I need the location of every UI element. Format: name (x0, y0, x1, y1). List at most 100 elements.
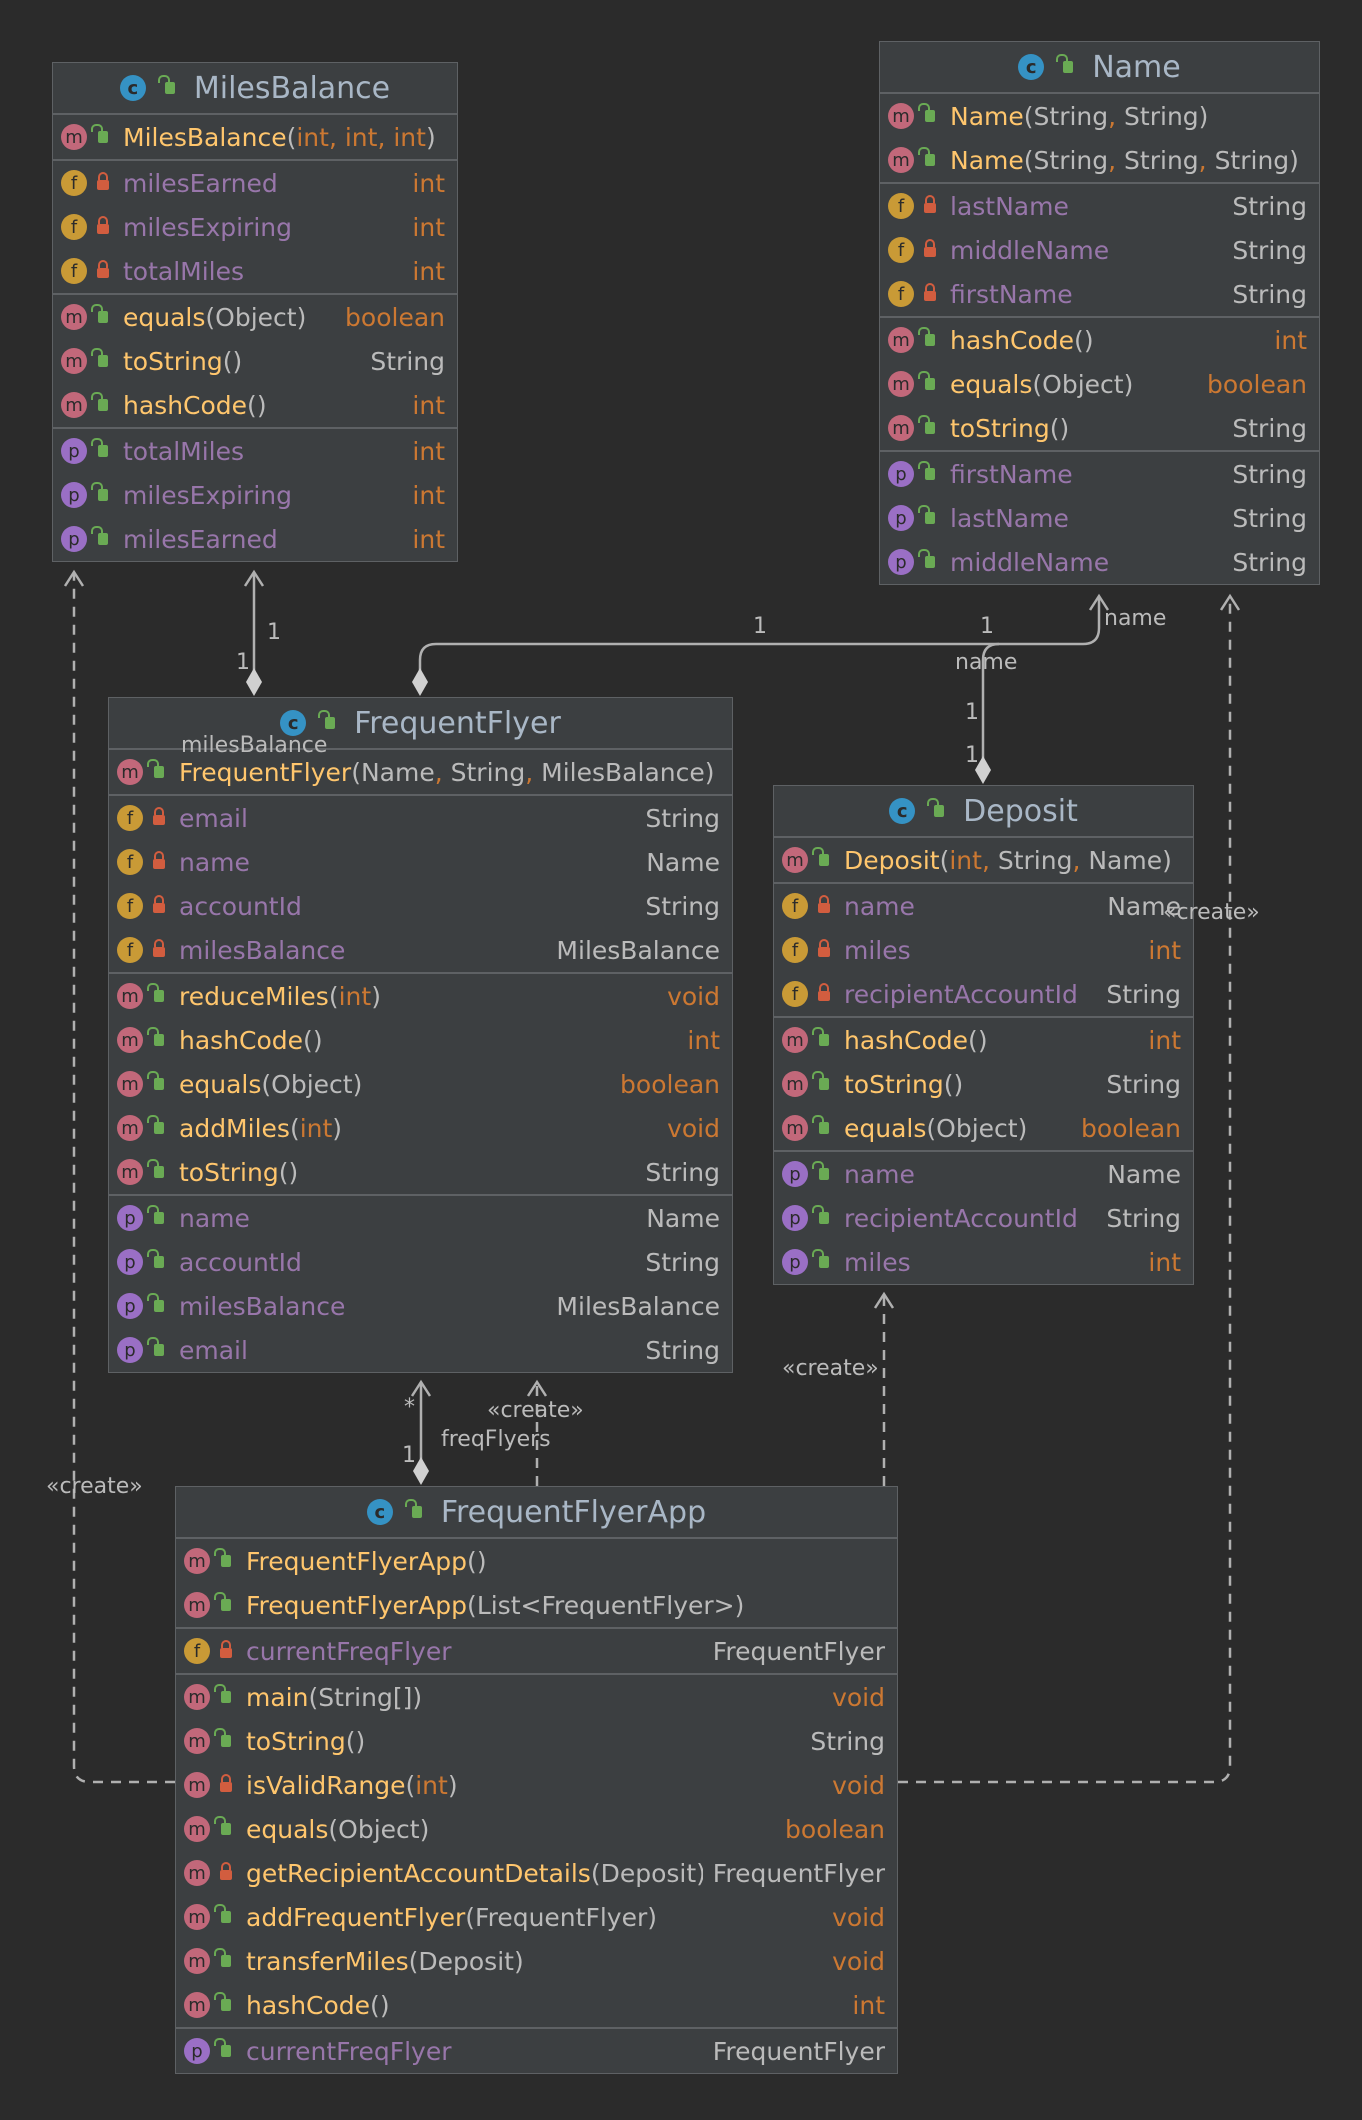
private-lock-icon (93, 172, 113, 190)
private-lock-icon (216, 1640, 236, 1658)
member-type: MilesBalance (556, 1291, 720, 1321)
member-identifier: toString (844, 1069, 944, 1099)
member-name: hashCode() (123, 391, 402, 420)
member-name: accountId (179, 1248, 635, 1277)
member-identifier: milesEarned (123, 168, 278, 198)
member-name: lastName (950, 192, 1222, 221)
member-name: email (179, 804, 635, 833)
public-unlock-icon (147, 983, 169, 1002)
member-name: transferMiles(Deposit) (246, 1947, 822, 1976)
param-type: Object (271, 1069, 353, 1099)
method-icon: m (888, 103, 914, 129)
paren: ( (1049, 413, 1060, 443)
method-icon: m (184, 1728, 210, 1754)
public-unlock-icon (91, 348, 113, 367)
paren: ) (379, 1990, 390, 2020)
member-type: String (645, 1335, 720, 1365)
property-icon: p (782, 1161, 808, 1187)
member-type: int (852, 1990, 885, 2020)
method-row[interactable]: mgetRecipientAccountDetails(Deposit)Freq… (176, 1851, 897, 1895)
method-icon: m (184, 1548, 210, 1574)
member-identifier: name (179, 847, 250, 877)
member-name: addMiles(int) (179, 1114, 657, 1143)
member-identifier: miles (844, 935, 911, 965)
member-type: String (1232, 503, 1307, 533)
public-unlock-icon (918, 147, 940, 166)
member-name: FrequentFlyer(Name, String, MilesBalance… (179, 758, 720, 787)
member-type: boolean (620, 1069, 720, 1099)
member-type: void (667, 1113, 720, 1143)
method-icon: m (184, 1772, 210, 1798)
member-type: void (832, 1902, 885, 1932)
role-label: name (955, 650, 1018, 675)
param-type: String (997, 845, 1073, 875)
paren: ( (939, 845, 950, 875)
field-icon: f (61, 258, 87, 284)
